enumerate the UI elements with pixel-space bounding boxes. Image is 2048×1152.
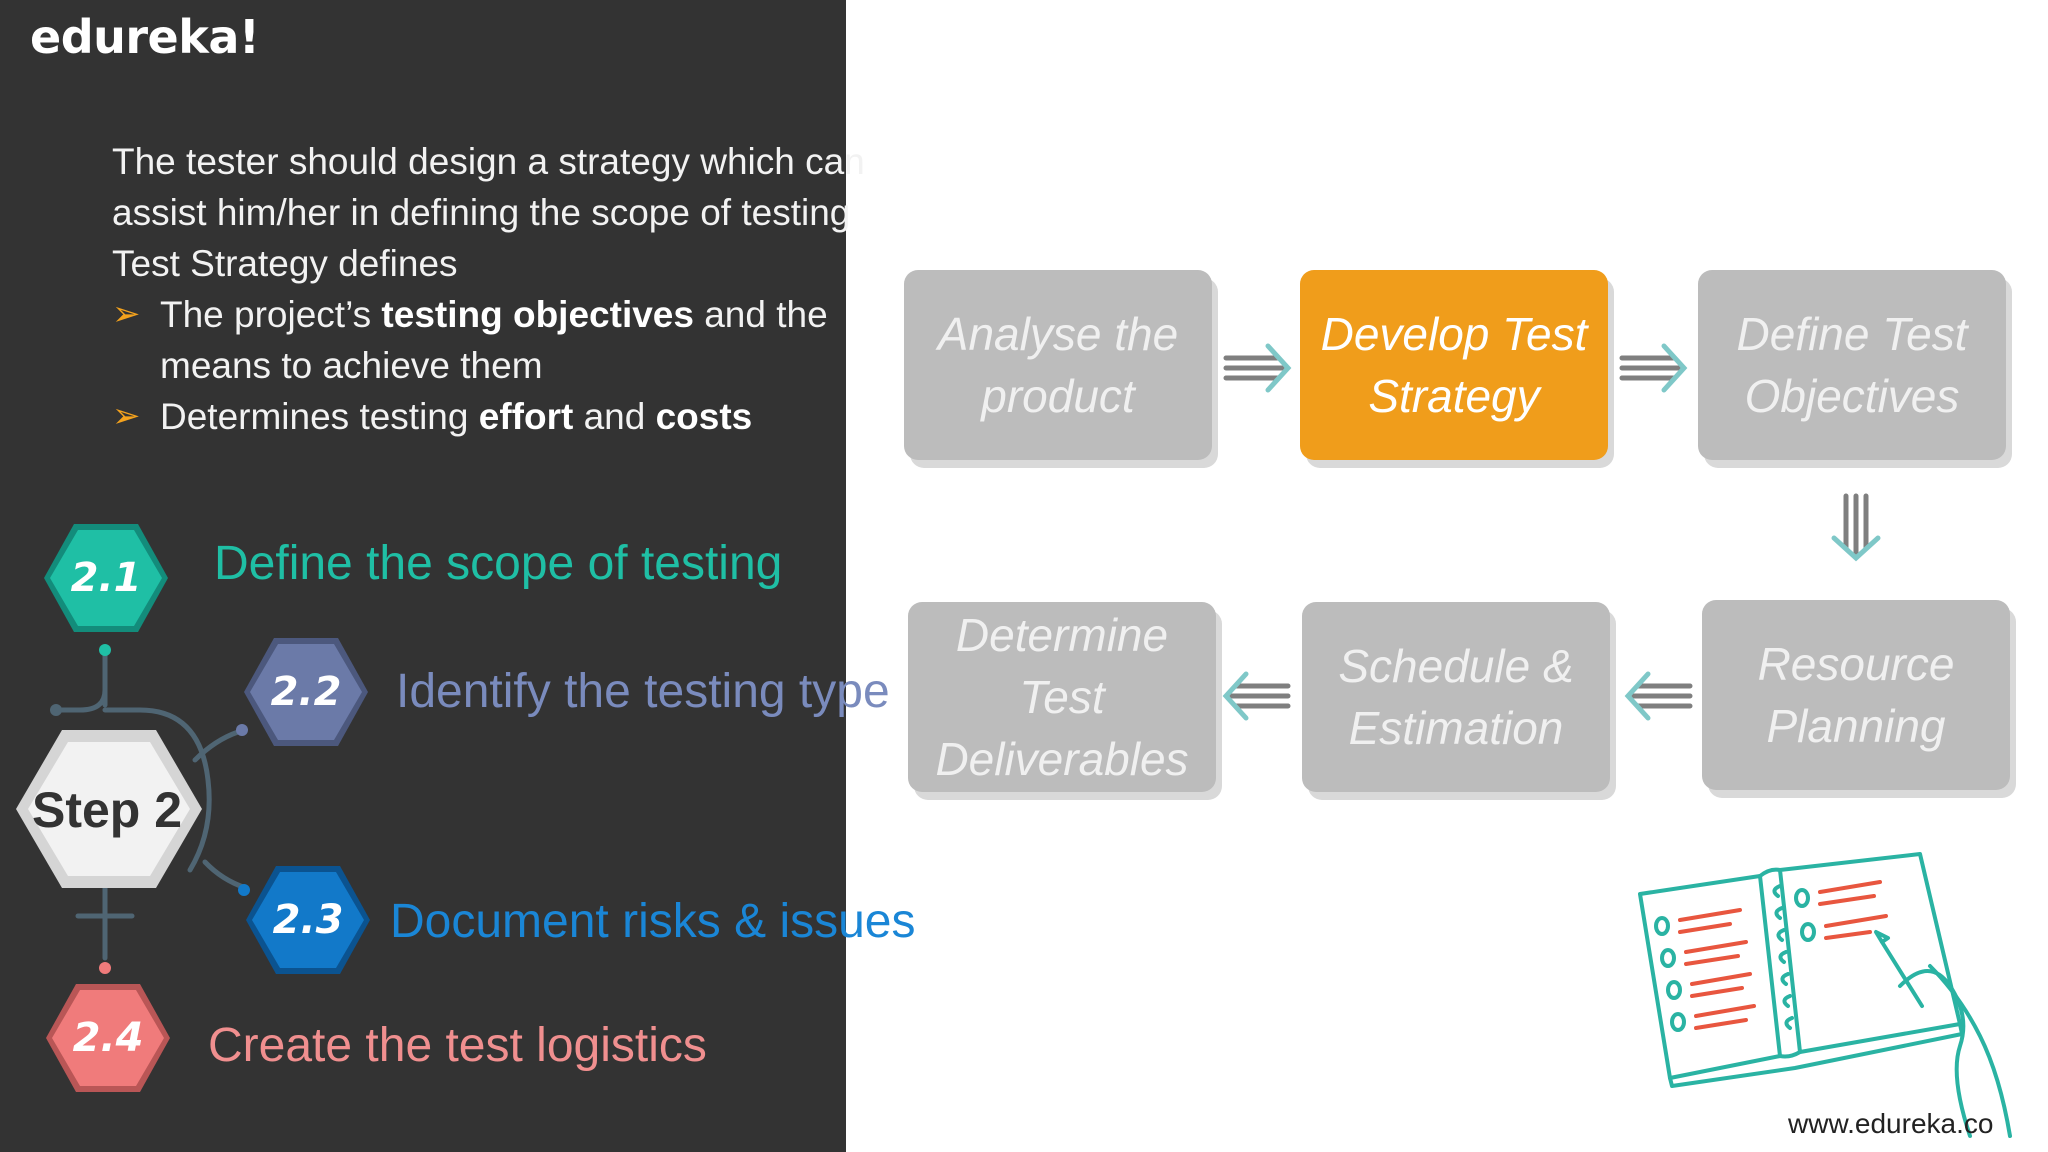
bullet-objectives: ➢ The project’s testing objectives and t…: [112, 289, 832, 391]
step-hexagon: [16, 730, 202, 888]
flow-box-schedule-estimation: Schedule & Estimation: [1302, 602, 1610, 792]
substep-text-2-1: Define the scope of testing: [214, 537, 783, 590]
substep-hex-2-2: 2.2: [242, 636, 370, 748]
bullet-effort: ➢ Determines testing effort and costs: [112, 391, 832, 442]
box-line: Define Test: [1736, 308, 1968, 360]
substep-text-2-4: Create the test logistics: [208, 1019, 707, 1072]
notebook-writing-icon: [1638, 852, 2012, 1138]
substep-text-2-3: Document risks & issues: [390, 895, 916, 948]
substep-number: 2.4: [72, 1015, 144, 1061]
substep-number: 2.2: [270, 669, 342, 715]
box-line: Analyse the: [937, 308, 1179, 360]
bullet-2-bold-costs: costs: [655, 396, 753, 437]
box-line: Estimation: [1348, 702, 1564, 754]
box-line: product: [981, 370, 1135, 422]
box-line: Objectives: [1744, 370, 1960, 422]
substep-hex-2-4: 2.4: [44, 982, 172, 1094]
bullet-1-pre: The project’s: [160, 294, 382, 335]
bullet-arrow-icon: ➢: [112, 397, 141, 435]
box-line: Deliverables: [935, 733, 1189, 785]
bullet-1-post: and the means to achieve them: [160, 294, 828, 386]
box-line: Determine Test: [955, 609, 1169, 723]
box-line: Schedule &: [1338, 640, 1574, 692]
triple-arrow-left-icon: [1222, 671, 1291, 721]
intro-line-1: The tester should design a strategy whic…: [112, 141, 865, 182]
box-line: Strategy: [1368, 370, 1540, 422]
bullet-arrow-icon: ➢: [112, 295, 141, 333]
bullet-2-bold-effort: effort: [478, 396, 574, 437]
flow-box-analyse-product: Analyse the product: [904, 270, 1212, 460]
footer-url: www.edureka.co: [1788, 1108, 1994, 1139]
triple-arrow-right-icon: [1619, 343, 1688, 393]
box-line: Planning: [1766, 700, 1946, 752]
bullet-1-bold: testing objectives: [381, 294, 694, 335]
substep-hex-2-3: 2.3: [244, 864, 372, 976]
intro-text: The tester should design a strategy whic…: [112, 136, 865, 442]
triple-arrow-left-icon: [1624, 671, 1693, 721]
triple-arrow-right-icon: [1223, 343, 1292, 393]
edureka-logo: edureka!: [30, 10, 260, 64]
box-line: Develop Test: [1320, 308, 1588, 360]
bullet-2-pre: Determines testing: [160, 396, 479, 437]
triple-arrow-down-icon: [1831, 493, 1881, 562]
bullet-2-mid: and: [573, 396, 656, 437]
substep-number: 2.3: [272, 897, 344, 943]
substep-text-2-2: Identify the testing type: [396, 665, 890, 718]
left-panel: edureka! The tester should design a stra…: [0, 0, 916, 1152]
substep-hex-2-1: 2.1: [42, 522, 170, 634]
intro-line-3: Test Strategy defines: [112, 243, 458, 284]
substep-number: 2.1: [70, 555, 142, 601]
intro-line-2: assist him/her in defining the scope of …: [112, 192, 851, 233]
step-label: Step 2: [31, 782, 183, 838]
step-connector-lines: [50, 644, 250, 974]
box-line: Resource: [1757, 638, 1955, 690]
